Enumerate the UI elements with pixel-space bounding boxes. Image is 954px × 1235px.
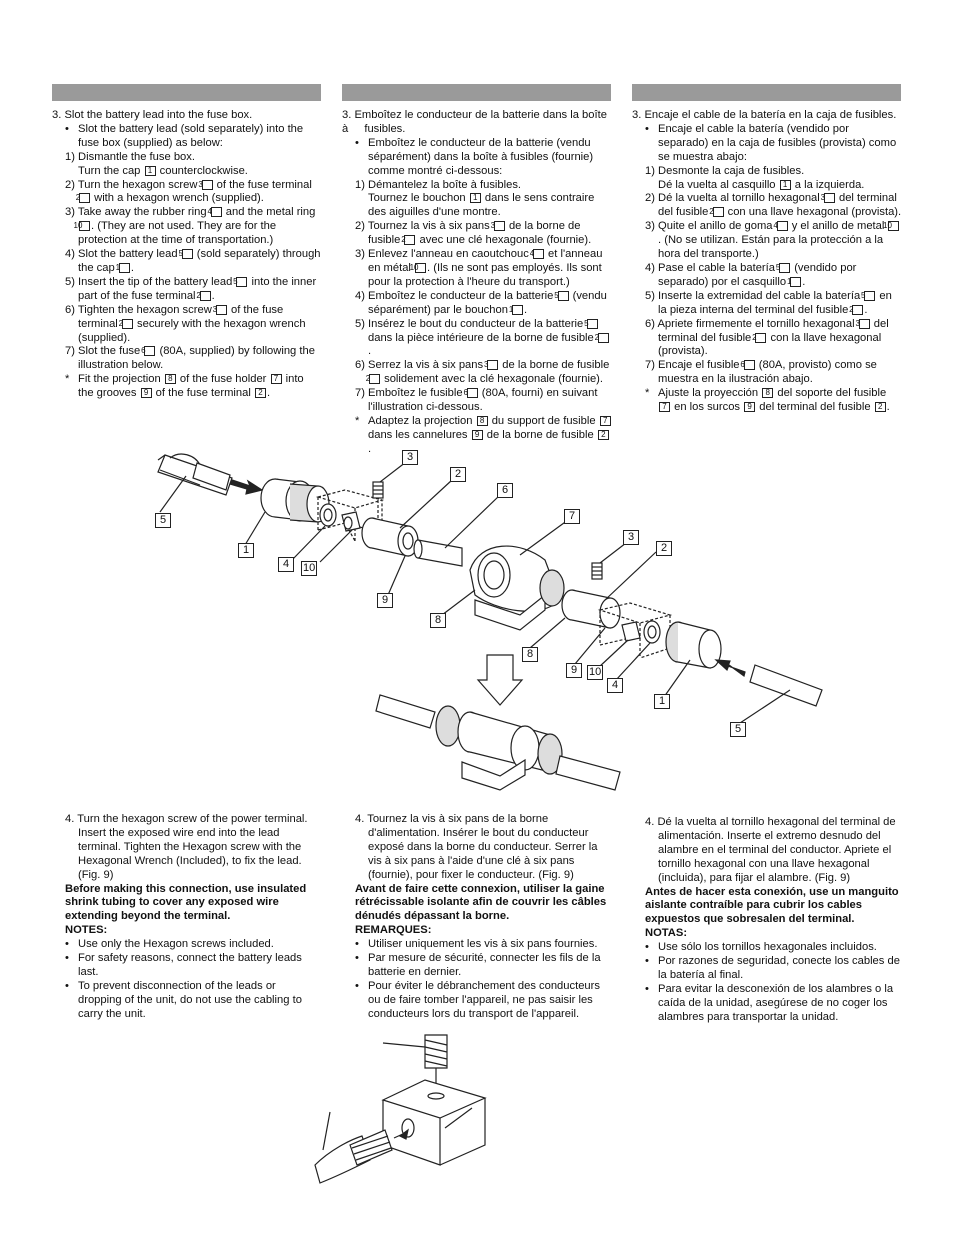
callout-9: 9: [566, 663, 582, 678]
callout-1: 1: [654, 694, 670, 709]
spanish-step3: 3. Encaje el cable de la batería en la c…: [632, 109, 902, 415]
callout-4: 4: [278, 557, 294, 572]
callout-5: 5: [155, 513, 171, 528]
callout-7: 7: [564, 509, 580, 524]
callout-10: 10: [587, 665, 604, 680]
english-step3: 3. Slot the battery lead into the fuse b…: [52, 109, 322, 401]
english-step4: 4. Turn the hexagon screw of the power t…: [52, 813, 322, 1022]
callout-2: 2: [450, 467, 466, 482]
spanish-step4: 4. Dé la vuelta al tornillo hexagonal de…: [632, 816, 902, 1025]
callout-6: 6: [497, 483, 513, 498]
callout-8: 8: [430, 613, 446, 628]
callout-8: 8: [522, 647, 538, 662]
callout-5: 5: [730, 722, 746, 737]
callout-3: 3: [623, 530, 639, 545]
french-step4: 4. Tournez la vis à six pans de la borne…: [342, 813, 612, 1022]
callout-4: 4: [607, 678, 623, 693]
terminal-block-diagram: [314, 1034, 487, 1184]
callout-9: 9: [377, 593, 393, 608]
header-bar-french: [342, 84, 611, 101]
header-bar-english: [52, 84, 321, 101]
callout-1: 1: [238, 543, 254, 558]
callout-10: 10: [301, 561, 318, 576]
french-step3: 3. Emboîtez le conducteur de la batterie…: [342, 109, 612, 457]
callout-3: 3: [402, 450, 418, 465]
header-bar-spanish: [632, 84, 901, 101]
fuse-box-exploded-diagram: [157, 453, 823, 791]
callout-2: 2: [656, 541, 672, 556]
